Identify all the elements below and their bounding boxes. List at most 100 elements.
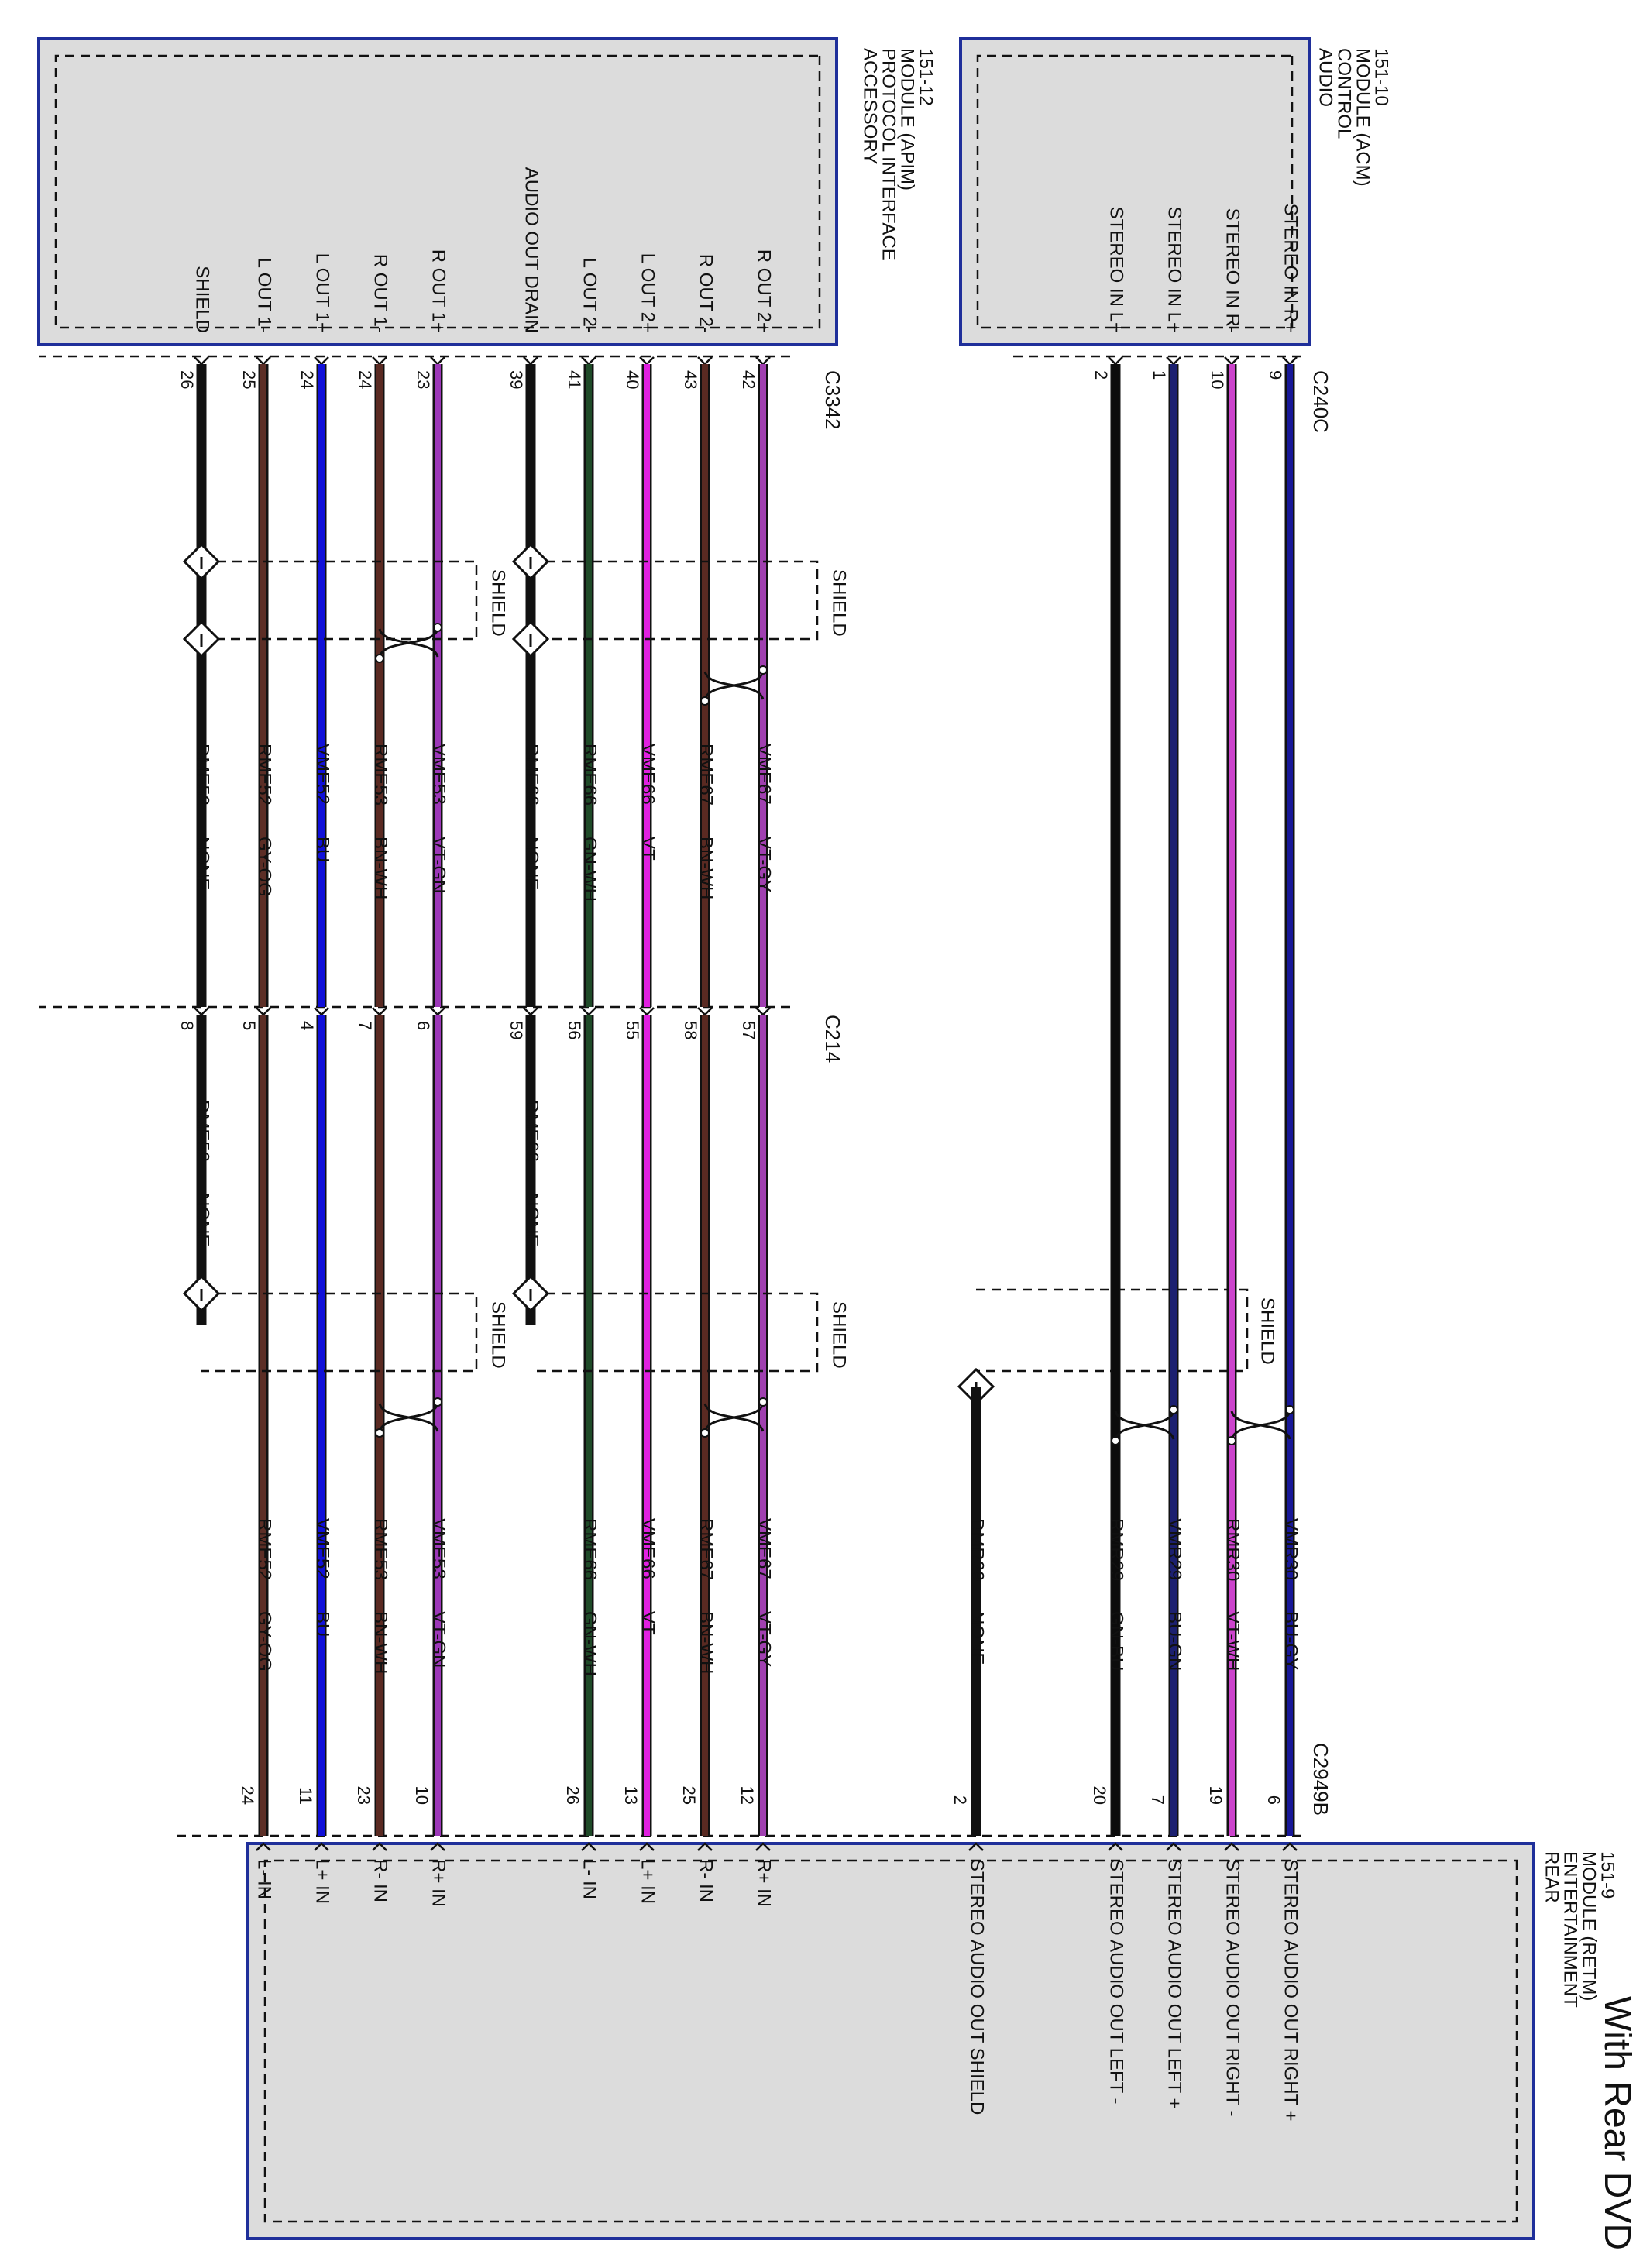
retm-pin-arrow [1166,1842,1181,1851]
retm-module-box [246,1842,1535,2240]
circuit-color-a: VT-GN [428,837,449,893]
twisted-pair-marker-end1 [433,1397,442,1407]
retm-pin-arrow [697,1842,713,1851]
retm-pin-number: 2 [950,1796,970,1805]
c214-pin-number: 7 [356,1021,375,1030]
acm-circuit-name: VMR29 [1164,1518,1185,1580]
circuit-color-a: BU [312,837,333,862]
apim-pin-number: 23 [414,370,433,389]
apim-pin-number: 25 [239,370,259,389]
acm-pin-number: 2 [1091,370,1111,380]
twisted-pair-marker-end1 [1169,1405,1178,1414]
circuit-color-b: GY-OG [254,1611,275,1672]
c214-pin-number: 57 [739,1021,758,1040]
circuit-color-b: BN-WH [370,1611,391,1674]
retm-pin-label: STEREO AUDIO OUT LEFT - [1106,1859,1127,2105]
acm-circuit-name: RMR30 [1222,1518,1243,1581]
c214-pin-number: 59 [507,1021,526,1040]
acm-module-box [959,37,1311,346]
acm-pin-arrow [1166,356,1181,366]
circuit-name-b: VME66 [638,1518,658,1579]
apim-pin-label: L OUT 1- [254,258,275,333]
acm-pin-number: 10 [1208,370,1227,389]
shield-label: SHIELD [1257,1297,1278,1365]
retm-module-name-line: 151-9 [1597,1851,1618,1899]
apim-module-inner-border [54,54,821,329]
twisted-pair-marker-end1 [758,665,768,675]
retm-pin-number: 6 [1264,1796,1284,1805]
acm-pin-arrow [1224,356,1239,366]
circuit-name-b: DME66 [521,1100,542,1162]
apim-pin-number: 40 [623,370,642,389]
retm-pin-arrow [639,1842,655,1851]
apim-pin-number: 41 [565,370,584,389]
circuit-name-a: VME66 [638,744,658,805]
apim-pin-number: 42 [739,370,758,389]
circuit-name-a: RME66 [579,744,600,806]
c214-pin-arrow [256,1007,271,1016]
acm-module-name-line: MODULE (ACM) [1353,48,1373,187]
retm-pin-arrow [256,1842,271,1851]
circuit-name-b: RME53 [370,1518,391,1580]
c214-pin-number: 55 [623,1021,642,1040]
retm-pin-arrow [968,1842,984,1851]
acm-module-inner-border [976,54,1294,329]
apim-pin-number: 26 [177,370,197,389]
circuit-color-b: GN-WH [579,1611,600,1676]
circuit-name-a: VME52 [312,744,333,805]
twisted-pair-marker-end2 [375,654,384,663]
retm-pin-number: 20 [1090,1786,1109,1805]
apim-pin-label: L OUT 2+ [638,253,658,333]
apim-module-box [37,37,838,346]
twisted-pair-marker-end1 [1285,1405,1294,1414]
apim-pin-label: R OUT 1+ [428,249,449,333]
acm-pin-label: STEREO IN R+ [1280,204,1301,333]
circuit-name-b: RME67 [696,1518,717,1580]
twisted-pair-marker-end2 [700,1428,710,1438]
circuit-color-b: NONE [192,1193,213,1246]
acm-module-name-line: 151-10 [1371,48,1392,106]
circuit-color-b: NONE [521,1193,542,1246]
shield-box-lower-2 [201,1292,478,1373]
circuit-color-a: NONE [521,837,542,890]
retm-module-name-line: REAR [1542,1851,1562,1903]
apim-pin-arrow [697,356,713,366]
acm-circuit-color: BU-GN [1164,1611,1185,1671]
retm-pin-arrow [1282,1842,1298,1851]
circuit-name-a: VME53 [428,744,449,805]
acm-circuit-color: GN-BU [1106,1611,1127,1671]
retm-pin-number: 23 [354,1786,373,1805]
apim-pin-arrow [194,356,209,366]
circuit-color-b: VT-GY [754,1611,775,1667]
retm-pin-number: 11 [296,1787,315,1805]
apim-pin-arrow [256,356,271,366]
twisted-pair-marker-b [378,1403,439,1432]
retm-pin-label: STEREO AUDIO OUT SHIELD [967,1859,988,2115]
retm-pin-label: L+ IN [312,1859,333,1904]
acm-pin-arrow [1282,356,1298,366]
apim-pin-arrow [639,356,655,366]
apim-pin-arrow [314,356,329,366]
retm-pin-number: 10 [412,1786,431,1805]
c214-pin-number: 8 [177,1021,197,1030]
twisted-pair-marker-end2 [1111,1436,1120,1445]
circuit-name-a: RME67 [696,744,717,806]
retm-pin-number: 24 [238,1786,257,1805]
apim-pin-arrow [372,356,387,366]
apim-pin-label: SHIELD [192,266,213,333]
retm-pin-arrow [581,1842,596,1851]
retm-pin-label: R- IN [370,1859,391,1902]
c214-pin-number: 56 [565,1021,584,1040]
retm-pin-arrow [1108,1842,1123,1851]
apim-pin-arrow [430,356,445,366]
c214-pin-arrow [430,1007,445,1016]
apim-pin-label: AUDIO OUT DRAIN [521,167,542,333]
shield-label: SHIELD [488,569,509,637]
retm-pin-number: 13 [621,1786,641,1805]
acm-module-name-line: AUDIO [1315,48,1336,107]
circuit-name-a: RME52 [254,744,275,806]
apim-pin-label: R OUT 1- [370,254,391,333]
apim-pin-number: 39 [507,370,526,389]
retm-pin-label: L+ IN [638,1859,658,1904]
retm-pin-label: STEREO AUDIO OUT LEFT + [1164,1859,1185,2109]
